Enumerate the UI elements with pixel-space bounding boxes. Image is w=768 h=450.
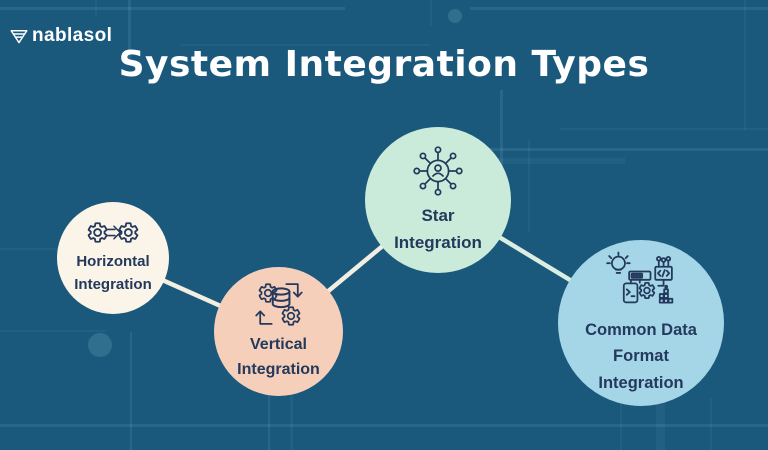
database-sync-gears-icon <box>254 283 303 326</box>
nabla-triangle-icon <box>10 29 28 43</box>
brand-logo: nablasol <box>10 25 112 47</box>
page-title: System Integration Types <box>118 44 650 85</box>
integration-node-star: Star Integration <box>365 127 511 273</box>
integration-node-common-data-format: Common Data Format Integration <box>558 240 724 406</box>
brand-name: nablasol <box>32 25 113 46</box>
integration-node-horizontal: Horizontal Integration <box>57 202 169 314</box>
data-format-tools-icon <box>606 251 674 304</box>
gears-transfer-icon <box>87 222 139 243</box>
node-label: Horizontal Integration <box>74 252 152 293</box>
star-network-hub-icon <box>413 146 463 196</box>
node-label: Common Data Format Integration <box>585 320 697 392</box>
node-label: Star Integration <box>394 206 482 252</box>
integration-node-vertical: Vertical Integration <box>214 267 343 396</box>
node-label: Vertical Integration <box>237 336 320 378</box>
